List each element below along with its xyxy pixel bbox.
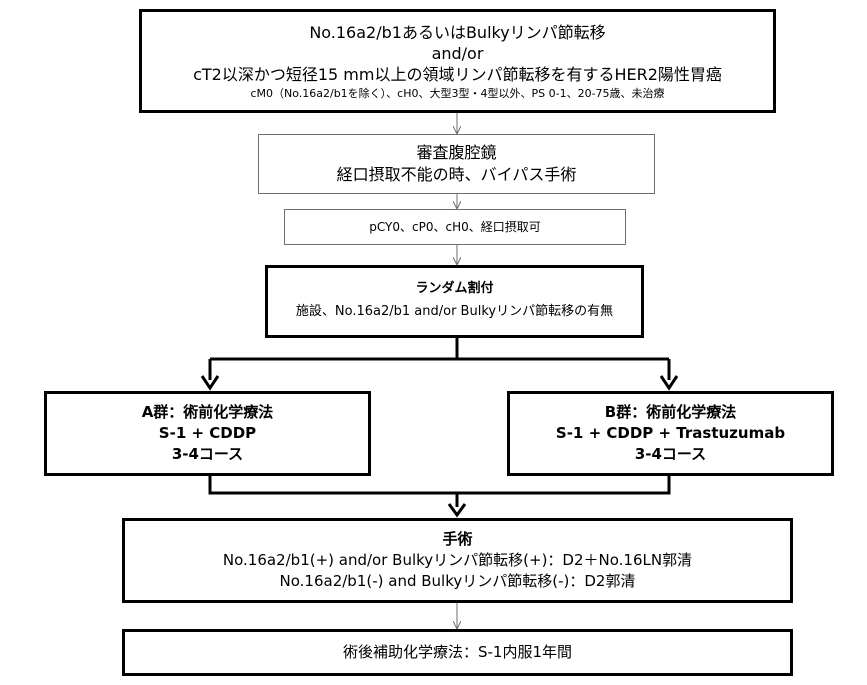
surgery-box: 手術 No.16a2/b1(+) and/or Bulkyリンパ節転移(+)：D… — [122, 518, 793, 603]
eligibility-line-4: cM0（No.16a2/b1を除く）、cH0、大型3型・4型以外、PS 0-1、… — [250, 87, 665, 100]
arm-b-box: B群：術前化学療法 S-1 + CDDP + Trastuzumab 3-4コー… — [507, 391, 834, 476]
arm-b-courses: 3-4コース — [634, 445, 707, 463]
surgery-line-2: No.16a2/b1(-) and Bulkyリンパ節転移(-)：D2郭清 — [279, 572, 636, 590]
thick-arrowheads — [200, 375, 679, 518]
arm-b-regimen: S-1 + CDDP + Trastuzumab — [555, 424, 786, 442]
arrowhead-arm-b — [659, 375, 679, 391]
laparoscopy-line-1: 審査腹腔鏡 — [416, 143, 497, 162]
arm-a-courses: 3-4コース — [171, 445, 244, 463]
adjuvant-box: 術後補助化学療法：S-1内服1年間 — [122, 629, 793, 676]
arrowhead-surgery — [447, 503, 467, 518]
randomization-title: ランダム割付 — [415, 280, 494, 296]
eligibility-line-2: and/or — [431, 44, 484, 63]
adjuvant-line-1: 術後補助化学療法：S-1内服1年間 — [342, 643, 573, 661]
arm-a-box: A群：術前化学療法 S-1 + CDDP 3-4コース — [44, 391, 371, 476]
eligibility-line-3: cT2以深かつ短径15 mm以上の領域リンパ節転移を有するHER2陽性胃癌 — [193, 65, 722, 84]
arrowhead-arm-a — [200, 375, 220, 391]
laparoscopy-line-2: 経口摂取不能の時、バイパス手術 — [336, 165, 577, 184]
laparoscopy-box: 審査腹腔鏡 経口摂取不能の時、バイパス手術 — [258, 134, 655, 194]
surgery-title: 手術 — [442, 530, 473, 548]
eligibility-line-1: No.16a2/b1あるいはBulkyリンパ節転移 — [309, 23, 606, 42]
merge-from-arm-a — [208, 475, 457, 495]
randomization-box: ランダム割付 施設、No.16a2/b1 and/or Bulkyリンパ節転移の… — [265, 265, 644, 338]
thick-branches — [208, 337, 671, 507]
eligibility-box: No.16a2/b1あるいはBulkyリンパ節転移 and/or cT2以深かつ… — [139, 9, 776, 113]
arm-a-title: A群：術前化学療法 — [141, 403, 274, 421]
randomization-factors: 施設、No.16a2/b1 and/or Bulkyリンパ節転移の有無 — [295, 303, 614, 319]
confirmation-line-1: pCY0、cP0、cH0、経口摂取可 — [369, 220, 541, 234]
arm-b-title: B群：術前化学療法 — [604, 403, 737, 421]
arm-a-regimen: S-1 + CDDP — [158, 424, 257, 442]
surgery-line-1: No.16a2/b1(+) and/or Bulkyリンパ節転移(+)：D2＋N… — [222, 551, 693, 569]
confirmation-box: pCY0、cP0、cH0、経口摂取可 — [284, 209, 626, 245]
merge-from-arm-b — [457, 475, 671, 495]
